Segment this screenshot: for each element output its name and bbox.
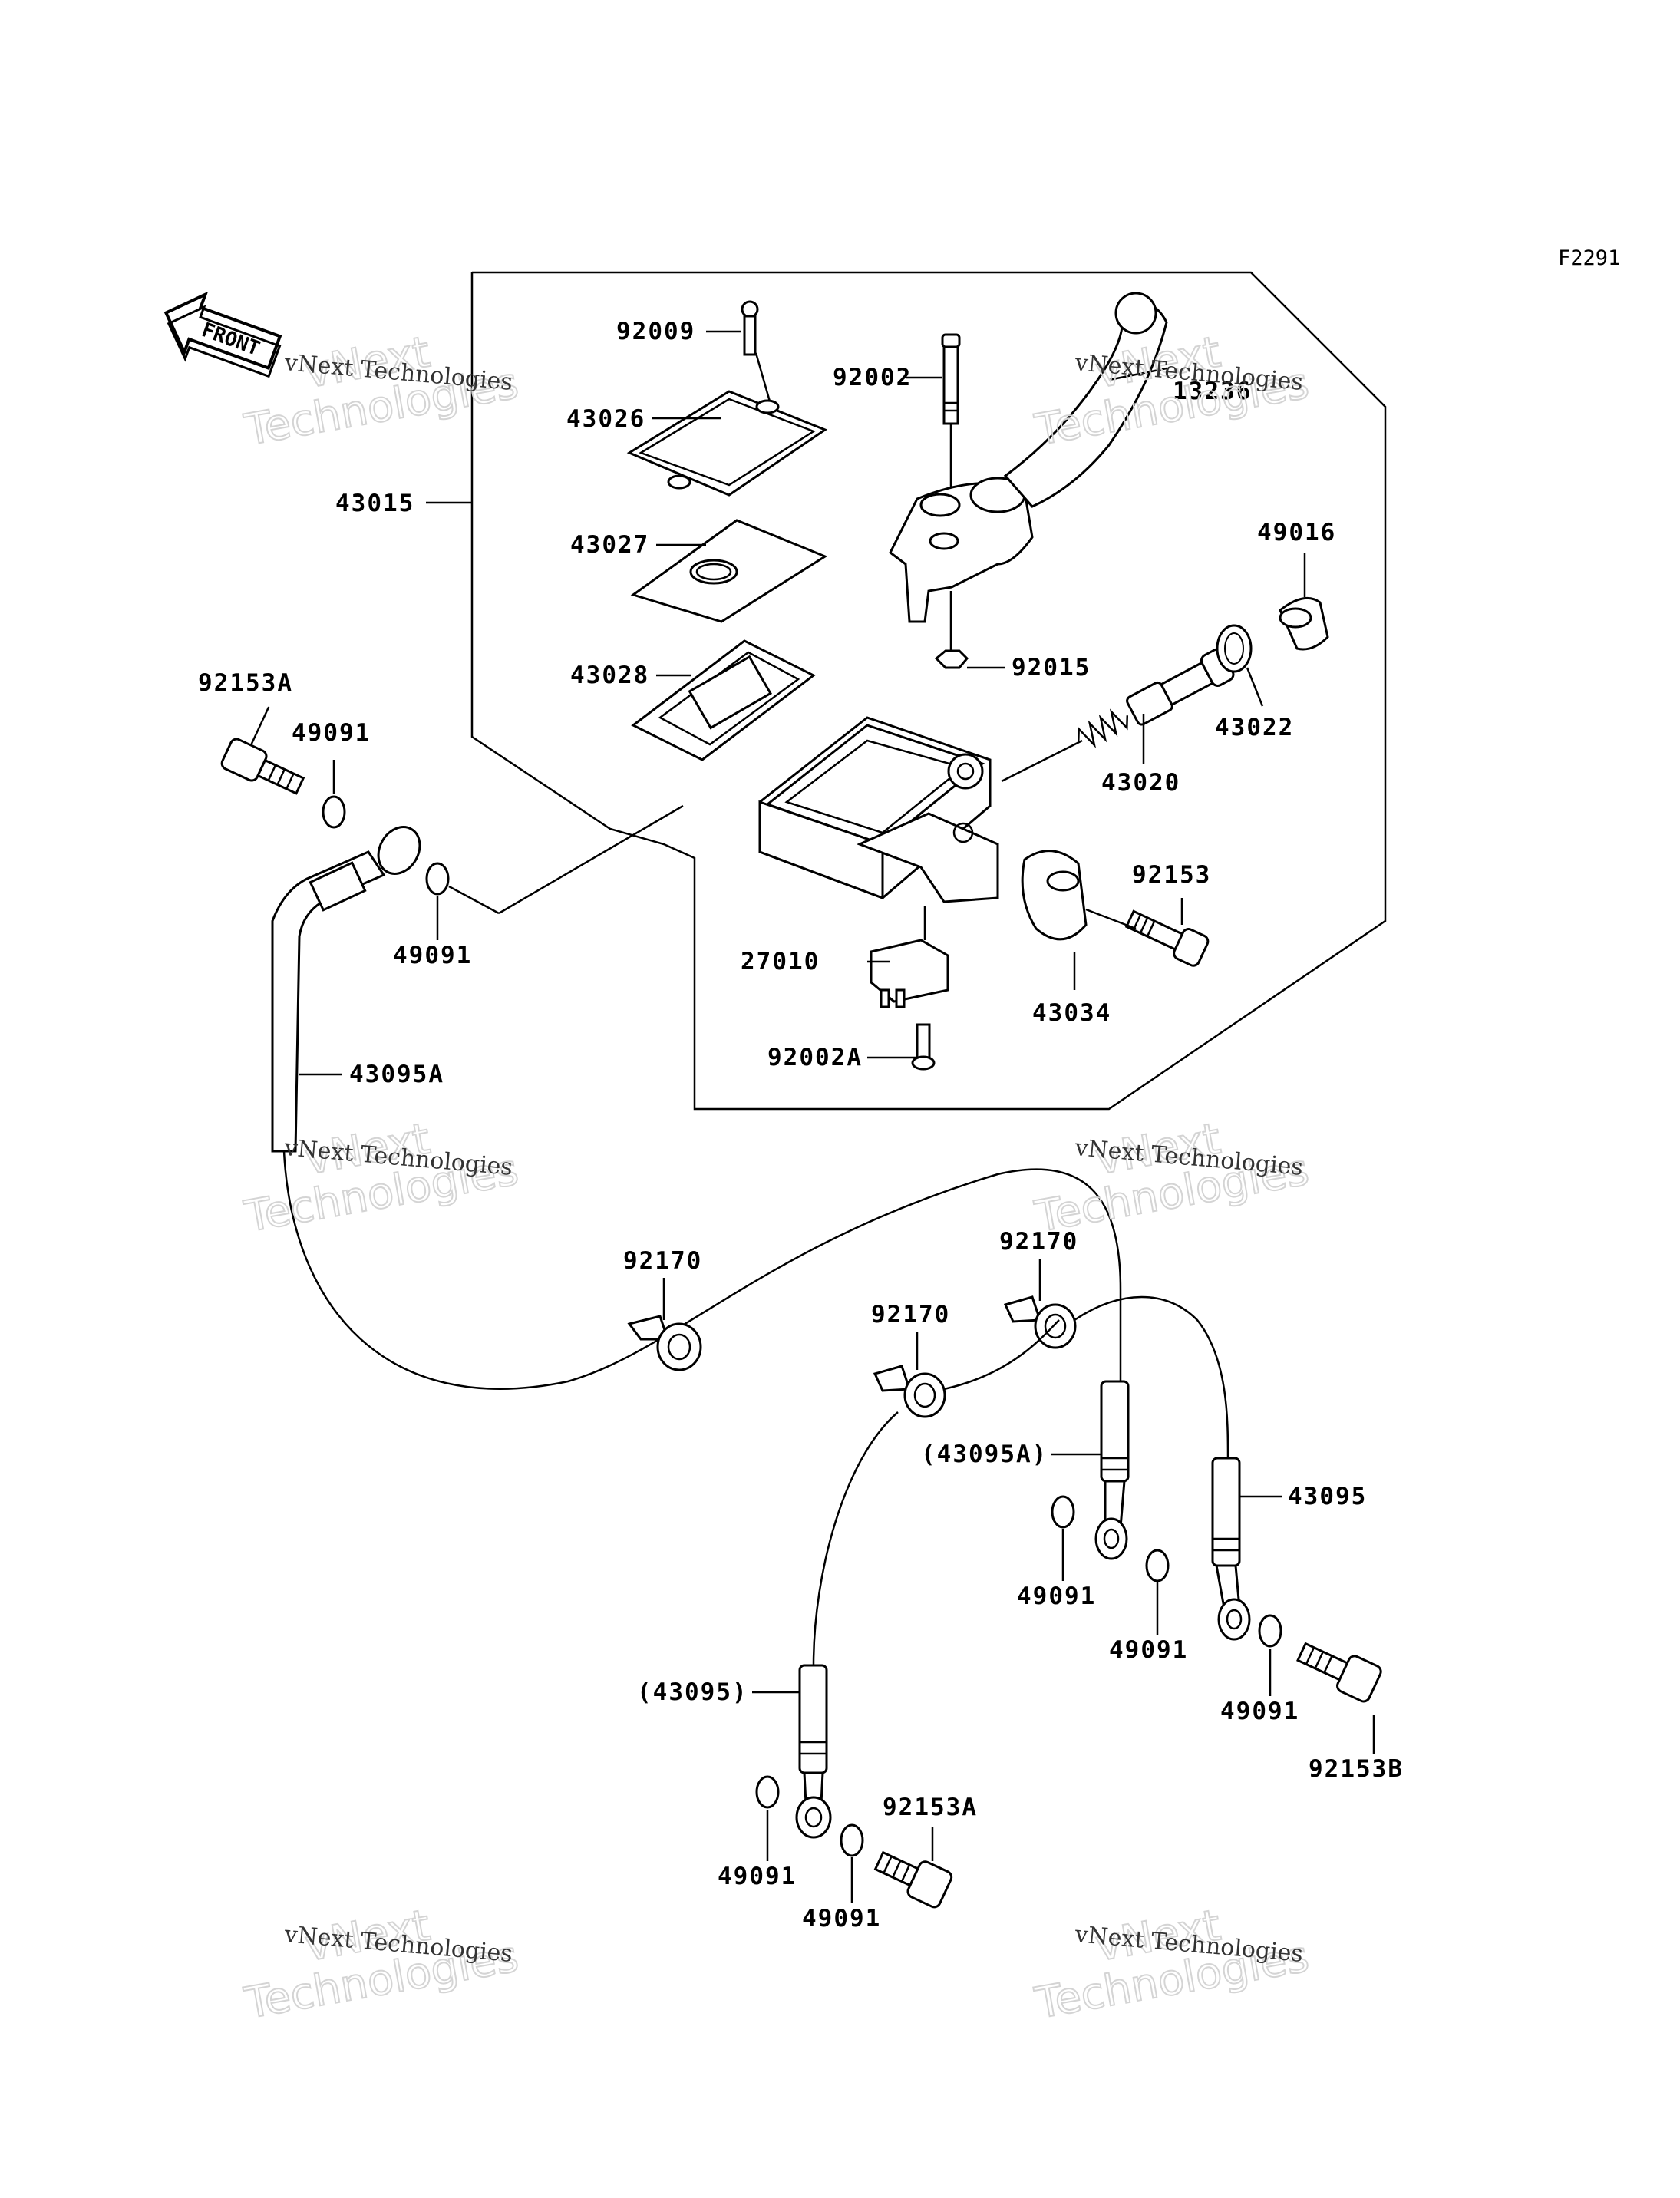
part-label-43022: 43022: [1215, 714, 1294, 741]
part-label-92153: 92153: [1132, 861, 1211, 889]
washer-49091-e: [1258, 1614, 1282, 1648]
part-label-92153A-upper: 92153A: [198, 669, 293, 697]
part-label-92009: 92009: [616, 318, 695, 345]
switch-27010: [870, 906, 949, 1008]
part-label-92170-c: 92170: [871, 1301, 950, 1328]
part-label-43095A-ref: (43095A): [921, 1441, 1048, 1468]
clamp-92170-b: [1003, 1259, 1077, 1349]
clamp-43034: [1021, 850, 1088, 941]
screw-92009: [741, 300, 773, 408]
part-label-43027: 43027: [570, 531, 649, 559]
clamp-92170-a: [627, 1278, 702, 1371]
part-label-43020: 43020: [1101, 769, 1180, 797]
part-label-49091-g: 49091: [802, 1905, 881, 1932]
part-label-49091-e: 49091: [1220, 1698, 1299, 1725]
washer-49091-d: [1145, 1549, 1170, 1582]
part-label-92170-a: 92170: [623, 1247, 702, 1275]
clamp-92170-c: [873, 1332, 946, 1418]
part-label-49091-upper: 49091: [292, 719, 371, 747]
part-label-13236: 13236: [1173, 378, 1252, 405]
part-label-43095: 43095: [1288, 1483, 1367, 1510]
part-label-43095-ref: (43095): [637, 1678, 748, 1706]
nut-92015: [934, 591, 969, 669]
part-label-92002: 92002: [833, 364, 912, 391]
bolt-92153: [1124, 909, 1210, 967]
boot-49016: [1279, 553, 1329, 651]
part-label-49091-d: 49091: [1109, 1636, 1188, 1664]
washer-49091-b: [425, 862, 450, 896]
pivot-bolt-92002: [941, 333, 961, 491]
part-label-92002A: 92002A: [767, 1044, 863, 1071]
part-label-92153B: 92153B: [1309, 1755, 1404, 1783]
assembly-outline: [470, 271, 1387, 1111]
lever-13236: [889, 292, 1168, 623]
part-label-43026: 43026: [566, 405, 645, 433]
part-label-49091-c: 49091: [1017, 1582, 1096, 1610]
part-label-43028: 43028: [570, 662, 649, 689]
part-label-92015: 92015: [1012, 654, 1091, 682]
banjo-bolt-92153A-upper: [220, 706, 305, 795]
part-label-43034: 43034: [1032, 999, 1111, 1027]
piston-43020: [1077, 648, 1235, 748]
hose-43095-ref: [752, 1664, 832, 1839]
diaphragm-43028: [631, 639, 816, 761]
circlip-43022: [1216, 624, 1264, 707]
cap-43026: [626, 390, 828, 497]
hose-43095A-ref: [1051, 1380, 1130, 1560]
part-label-43095A: 43095A: [349, 1061, 444, 1088]
part-label-92170-b: 92170: [999, 1228, 1078, 1256]
screw-92002A: [911, 1023, 936, 1071]
washer-49091-f: [755, 1775, 780, 1809]
banjo-bolt-92153B: [1296, 1642, 1382, 1703]
part-label-49091-mid: 49091: [393, 942, 472, 969]
part-label-49016: 49016: [1257, 519, 1336, 546]
part-label-92153A-lower: 92153A: [883, 1794, 978, 1821]
front-arrow-icon: FRONT: [163, 291, 282, 378]
banjo-bolt-92153A-lower: [873, 1850, 953, 1909]
hose-43095: [1211, 1457, 1282, 1641]
part-label-43015: 43015: [335, 490, 414, 517]
part-label-49091-f: 49091: [718, 1863, 797, 1890]
plate-43027: [630, 519, 828, 623]
master-cylinder-body: [758, 716, 999, 903]
figure-ref-code: F2291: [1558, 246, 1620, 270]
washer-49091-c: [1051, 1495, 1075, 1529]
hose-43095A: [271, 826, 421, 1153]
washer-49091-a: [322, 795, 346, 829]
washer-49091-g: [840, 1823, 864, 1857]
part-label-27010: 27010: [741, 948, 820, 975]
